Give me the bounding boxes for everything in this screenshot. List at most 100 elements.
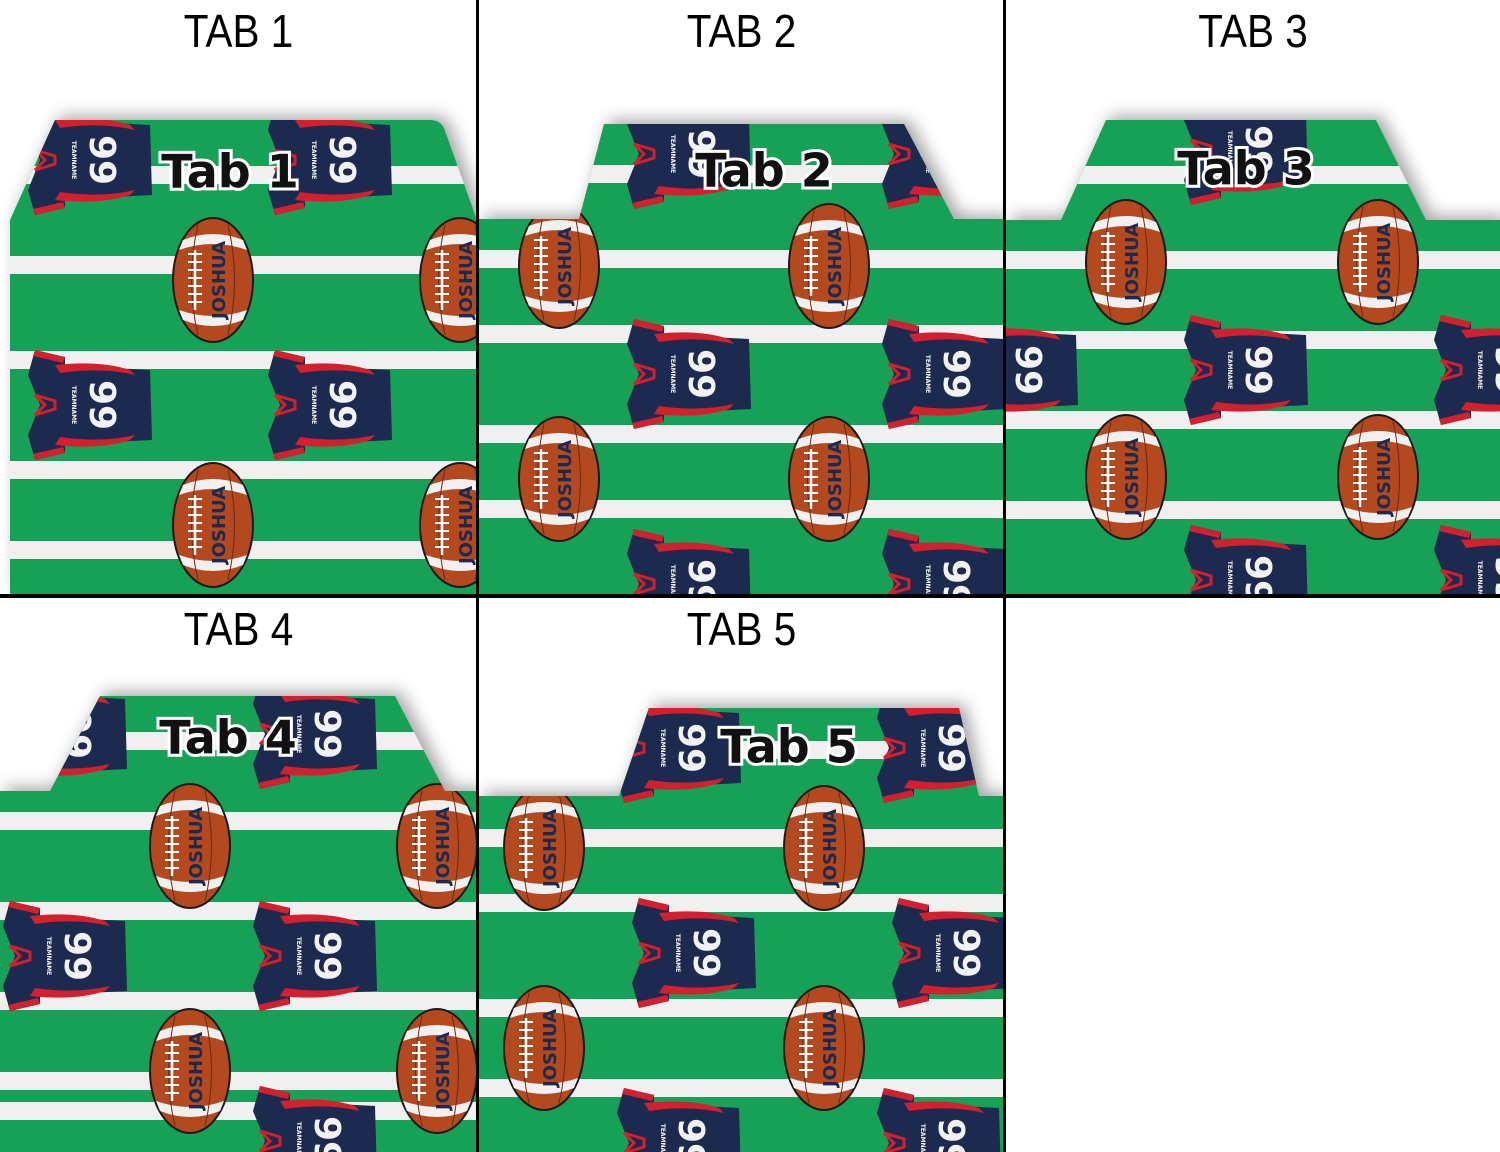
yard-line [479, 829, 1004, 847]
jersey-team-text: TEAMNAME [924, 355, 931, 394]
jersey-number-text: 99 [1237, 345, 1278, 395]
jersey-team-text: TEAMNAME [45, 715, 52, 754]
jersey-team-text: TEAMNAME [669, 355, 676, 394]
football-name-text: JOSHUA [540, 809, 561, 889]
jersey-number-text: 99 [56, 931, 97, 981]
football-icon: JOSHUA [172, 217, 254, 343]
football-icon: JOSHUA [1085, 414, 1167, 540]
jersey-number-text: 99 [306, 931, 347, 981]
jersey-number-text: 99 [945, 928, 986, 978]
jersey-number-text: 99 [306, 1116, 347, 1152]
football-name-text: JOSHUA [186, 1032, 207, 1112]
football-name-text: JOSHUA [555, 440, 576, 520]
football-icon: JOSHUA [419, 217, 477, 343]
jersey-team-text: TEAMNAME [70, 386, 77, 425]
jersey-icon: 99 TEAMNAME [882, 529, 1004, 595]
jersey-number-text: 99 [935, 349, 976, 399]
jersey-number-text: 99 [680, 559, 721, 595]
yard-line [479, 500, 1004, 518]
jersey-team-text: TEAMNAME [934, 934, 941, 973]
football-name-text: JOSHUA [820, 809, 841, 889]
jersey-number-text: 99 [935, 129, 976, 179]
jersey-icon: 99 TEAMNAME [627, 319, 751, 429]
football-icon: JOSHUA [783, 985, 865, 1111]
football-icon: JOSHUA [788, 203, 870, 329]
football-icon: JOSHUA [518, 203, 600, 329]
jersey-number-text: 99 [930, 723, 971, 773]
jersey-number-text: 99 [321, 380, 362, 430]
jersey-icon: 99 TEAMNAME [877, 1088, 1001, 1152]
jersey-team-text: TEAMNAME [1226, 131, 1233, 170]
football-name-text: JOSHUA [540, 1009, 561, 1089]
jersey-team-text: TEAMNAME [669, 135, 676, 174]
empty-cell [1006, 598, 1500, 1152]
jersey-number-text: 99 [81, 135, 122, 185]
jersey-number-text: 99 [930, 1118, 971, 1152]
football-name-text: JOSHUA [825, 227, 846, 307]
jersey-icon: 99 TEAMNAME [882, 319, 1004, 429]
jersey-team-text: TEAMNAME [310, 386, 317, 425]
football-icon: JOSHUA [1337, 414, 1419, 540]
football-name-text: JOSHUA [456, 486, 477, 566]
jersey-team-text: TEAMNAME [1226, 351, 1233, 390]
jersey-number-text: 99 [670, 723, 711, 773]
jersey-number-text: 99 [1487, 555, 1500, 595]
jersey-team-text: TEAMNAME [45, 937, 52, 976]
jersey-icon: 99 TEAMNAME [3, 901, 127, 1011]
grid-divider-vertical-1 [476, 0, 479, 1152]
yard-line [1006, 251, 1500, 269]
jersey-number-text: 99 [935, 559, 976, 595]
football-icon: JOSHUA [1337, 199, 1419, 325]
jersey-team-text: TEAMNAME [659, 1124, 666, 1152]
grid-divider-horizontal [0, 594, 1500, 598]
jersey-icon: 99 TEAMNAME [892, 898, 1004, 1008]
football-icon: JOSHUA [149, 783, 231, 909]
football-name-text: JOSHUA [1374, 223, 1395, 303]
jersey-team-text: TEAMNAME [924, 565, 931, 595]
jersey-number-text: 99 [680, 129, 721, 179]
football-name-text: JOSHUA [433, 1032, 454, 1112]
jersey-icon: 99 TEAMNAME [882, 124, 1004, 209]
jersey-icon: 99 TEAMNAME [1184, 315, 1308, 425]
cell-title: TAB 3 [1198, 5, 1308, 57]
football-icon: JOSHUA [788, 416, 870, 542]
jersey-team-text: TEAMNAME [924, 135, 931, 174]
jersey-number-text: 99 [670, 1118, 711, 1152]
jersey-team-text: TEAMNAME [1226, 561, 1233, 595]
jersey-icon: 99 TEAMNAME [617, 1088, 741, 1152]
football-icon: JOSHUA [503, 985, 585, 1111]
jersey-number-text: 99 [685, 928, 726, 978]
football-name-text: JOSHUA [186, 807, 207, 887]
tab-label: Tab 5 [720, 720, 857, 774]
jersey-team-text: TEAMNAME [674, 934, 681, 973]
jersey-team-text: TEAMNAME [659, 729, 666, 768]
jersey-icon: 99 TEAMNAME [632, 898, 756, 1008]
jersey-number-text: 99 [680, 349, 721, 399]
cell-title: TAB 4 [183, 603, 294, 655]
football-name-text: JOSHUA [825, 440, 846, 520]
football-icon: JOSHUA [1085, 199, 1167, 325]
yard-line [0, 902, 477, 920]
yard-line [10, 461, 477, 479]
jersey-team-text: TEAMNAME [919, 1124, 926, 1152]
jersey-team-text: TEAMNAME [669, 565, 676, 595]
cell-title: TAB 2 [686, 5, 797, 57]
